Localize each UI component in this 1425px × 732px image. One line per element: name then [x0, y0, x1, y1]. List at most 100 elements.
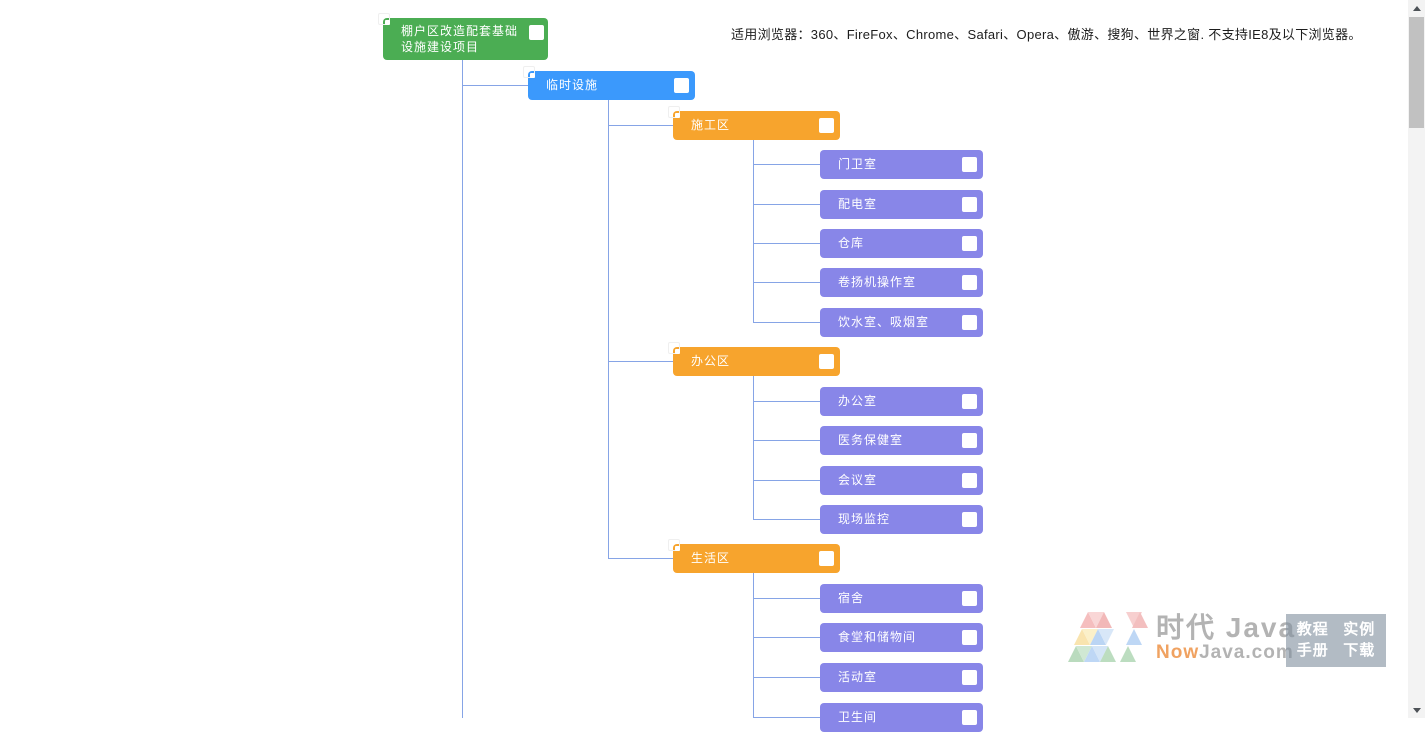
tree-node-yiwu[interactable]: 医务保健室 — [820, 426, 983, 455]
connector-line — [753, 243, 820, 244]
node-checkbox[interactable] — [819, 551, 834, 566]
node-checkbox[interactable] — [819, 354, 834, 369]
collapse-expand-icon[interactable] — [523, 66, 535, 78]
node-checkbox[interactable] — [962, 157, 977, 172]
expander-dot — [385, 20, 390, 25]
node-checkbox[interactable] — [962, 394, 977, 409]
up-triangle-icon — [1412, 5, 1421, 11]
scroll-up-arrow[interactable] — [1408, 0, 1425, 16]
nowjava-watermark: 时代 Java NowJava.com 教程 实例 手册 下载 — [1068, 608, 1388, 668]
scroll-down-arrow[interactable] — [1408, 702, 1425, 718]
tree-node-shenghuo[interactable]: 生活区 — [668, 539, 840, 573]
node-checkbox[interactable] — [962, 630, 977, 645]
node-label: 办公室 — [838, 394, 878, 408]
node-label: 宿舍 — [838, 591, 865, 605]
connector-line — [608, 125, 673, 126]
tree-node-yinshui[interactable]: 饮水室、吸烟室 — [820, 308, 983, 337]
watermark-links: 教程 实例 手册 下载 — [1286, 614, 1386, 667]
watermark-domain-now: Now — [1156, 642, 1200, 663]
node-label: 现场监控 — [838, 512, 891, 526]
connector-line — [462, 60, 463, 718]
node-label: 门卫室 — [838, 157, 878, 171]
connector-line — [753, 322, 820, 323]
node-label: 医务保健室 — [838, 433, 904, 447]
node-checkbox[interactable] — [674, 78, 689, 93]
watermark-domain-rest: Java.com — [1199, 642, 1294, 663]
tree-node-shigong[interactable]: 施工区 — [668, 106, 840, 140]
tree-node-bangong[interactable]: 办公区 — [668, 342, 840, 376]
expander-dot — [675, 113, 680, 118]
node-label: 食堂和储物间 — [838, 630, 917, 644]
expander-dot — [530, 73, 535, 78]
collapse-expand-icon[interactable] — [668, 106, 680, 118]
node-checkbox[interactable] — [962, 433, 977, 448]
collapse-expand-icon[interactable] — [668, 539, 680, 551]
node-checkbox[interactable] — [962, 670, 977, 685]
watermark-link-manual: 手册 — [1296, 642, 1329, 659]
scrollbar-thumb[interactable] — [1409, 17, 1424, 128]
tree-node-huiyi[interactable]: 会议室 — [820, 466, 983, 495]
vertical-scrollbar[interactable] — [1408, 0, 1425, 718]
node-checkbox[interactable] — [962, 512, 977, 527]
tree-node-shitang[interactable]: 食堂和储物间 — [820, 623, 983, 652]
node-checkbox[interactable] — [962, 197, 977, 212]
connector-line — [753, 480, 820, 481]
watermark-link-examples: 实例 — [1343, 621, 1376, 638]
node-label: 卷扬机操作室 — [838, 275, 917, 289]
connector-line — [608, 100, 609, 559]
collapse-expand-icon[interactable] — [668, 342, 680, 354]
connector-line — [753, 519, 820, 520]
node-label: 临时设施 — [546, 78, 599, 92]
node-checkbox[interactable] — [962, 473, 977, 488]
watermark-brand: 时代 Java — [1156, 612, 1297, 643]
tree-node-root[interactable]: 棚户区改造配套基础设施建设项目 — [378, 13, 548, 60]
tree-node-cangku[interactable]: 仓库 — [820, 229, 983, 258]
node-label: 施工区 — [691, 118, 731, 132]
tree-node-sushe[interactable]: 宿舍 — [820, 584, 983, 613]
collapse-expand-icon[interactable] — [378, 13, 390, 25]
watermark-text: 时代 Java NowJava.com — [1156, 614, 1296, 664]
node-label: 活动室 — [838, 670, 878, 684]
node-checkbox[interactable] — [529, 25, 544, 40]
node-label: 会议室 — [838, 473, 878, 487]
node-checkbox[interactable] — [962, 591, 977, 606]
connector-line — [753, 637, 820, 638]
node-checkbox[interactable] — [962, 315, 977, 330]
tree-node-menwei[interactable]: 门卫室 — [820, 150, 983, 179]
tree-node-linshi[interactable]: 临时设施 — [523, 66, 695, 100]
node-label: 饮水室、吸烟室 — [838, 315, 930, 329]
connector-line — [753, 164, 820, 165]
watermark-link-tutorial: 教程 — [1296, 621, 1329, 638]
tree-node-xianchang[interactable]: 现场监控 — [820, 505, 983, 534]
connector-line — [753, 401, 820, 402]
nowjava-logo-icon — [1068, 612, 1148, 662]
browser-support-note: 适用浏览器：360、FireFox、Chrome、Safari、Opera、傲游… — [731, 27, 1362, 42]
node-checkbox[interactable] — [962, 275, 977, 290]
tree-node-huodong[interactable]: 活动室 — [820, 663, 983, 692]
tree-node-juanyang[interactable]: 卷扬机操作室 — [820, 268, 983, 297]
connector-line — [753, 440, 820, 441]
node-label: 办公区 — [691, 354, 731, 368]
node-label: 生活区 — [691, 551, 731, 565]
connector-line — [753, 282, 820, 283]
connector-line — [462, 85, 528, 86]
connector-line — [753, 598, 820, 599]
down-triangle-icon — [1412, 707, 1421, 713]
expander-dot — [675, 349, 680, 354]
connector-line — [753, 140, 754, 323]
node-checkbox[interactable] — [819, 118, 834, 133]
node-label: 配电室 — [838, 197, 878, 211]
tree-node-peidian[interactable]: 配电室 — [820, 190, 983, 219]
watermark-domain: NowJava.com — [1156, 642, 1296, 664]
node-label: 仓库 — [838, 236, 865, 250]
connector-line — [753, 204, 820, 205]
connector-line — [753, 677, 820, 678]
node-checkbox[interactable] — [962, 236, 977, 251]
connector-line — [753, 573, 754, 718]
node-label: 棚户区改造配套基础设施建设项目 — [401, 24, 519, 54]
expander-dot — [675, 546, 680, 551]
tree-node-bangongshi[interactable]: 办公室 — [820, 387, 983, 416]
connector-line — [608, 361, 673, 362]
